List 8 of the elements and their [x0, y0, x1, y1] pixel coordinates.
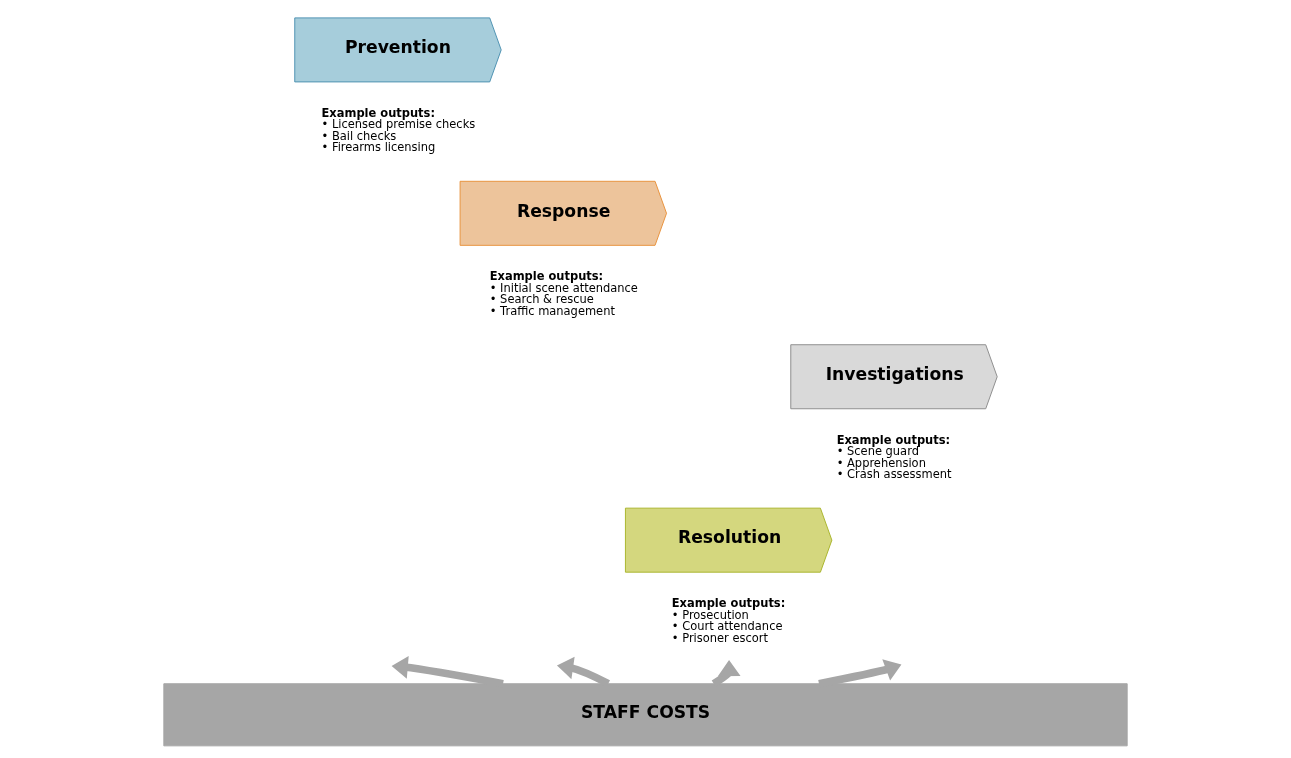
node-label: • Bail checks — [321, 128, 397, 143]
node-label: Example outputs: — [671, 596, 786, 611]
arrow — [711, 659, 741, 687]
node-label: • Firearms licensing — [321, 140, 436, 155]
node-label: Example outputs: — [489, 269, 604, 284]
node-box: STAFF COSTS — [163, 683, 1128, 747]
node-label: Example outputs: — [321, 105, 435, 120]
node-label: Example outputs: — [836, 432, 951, 447]
